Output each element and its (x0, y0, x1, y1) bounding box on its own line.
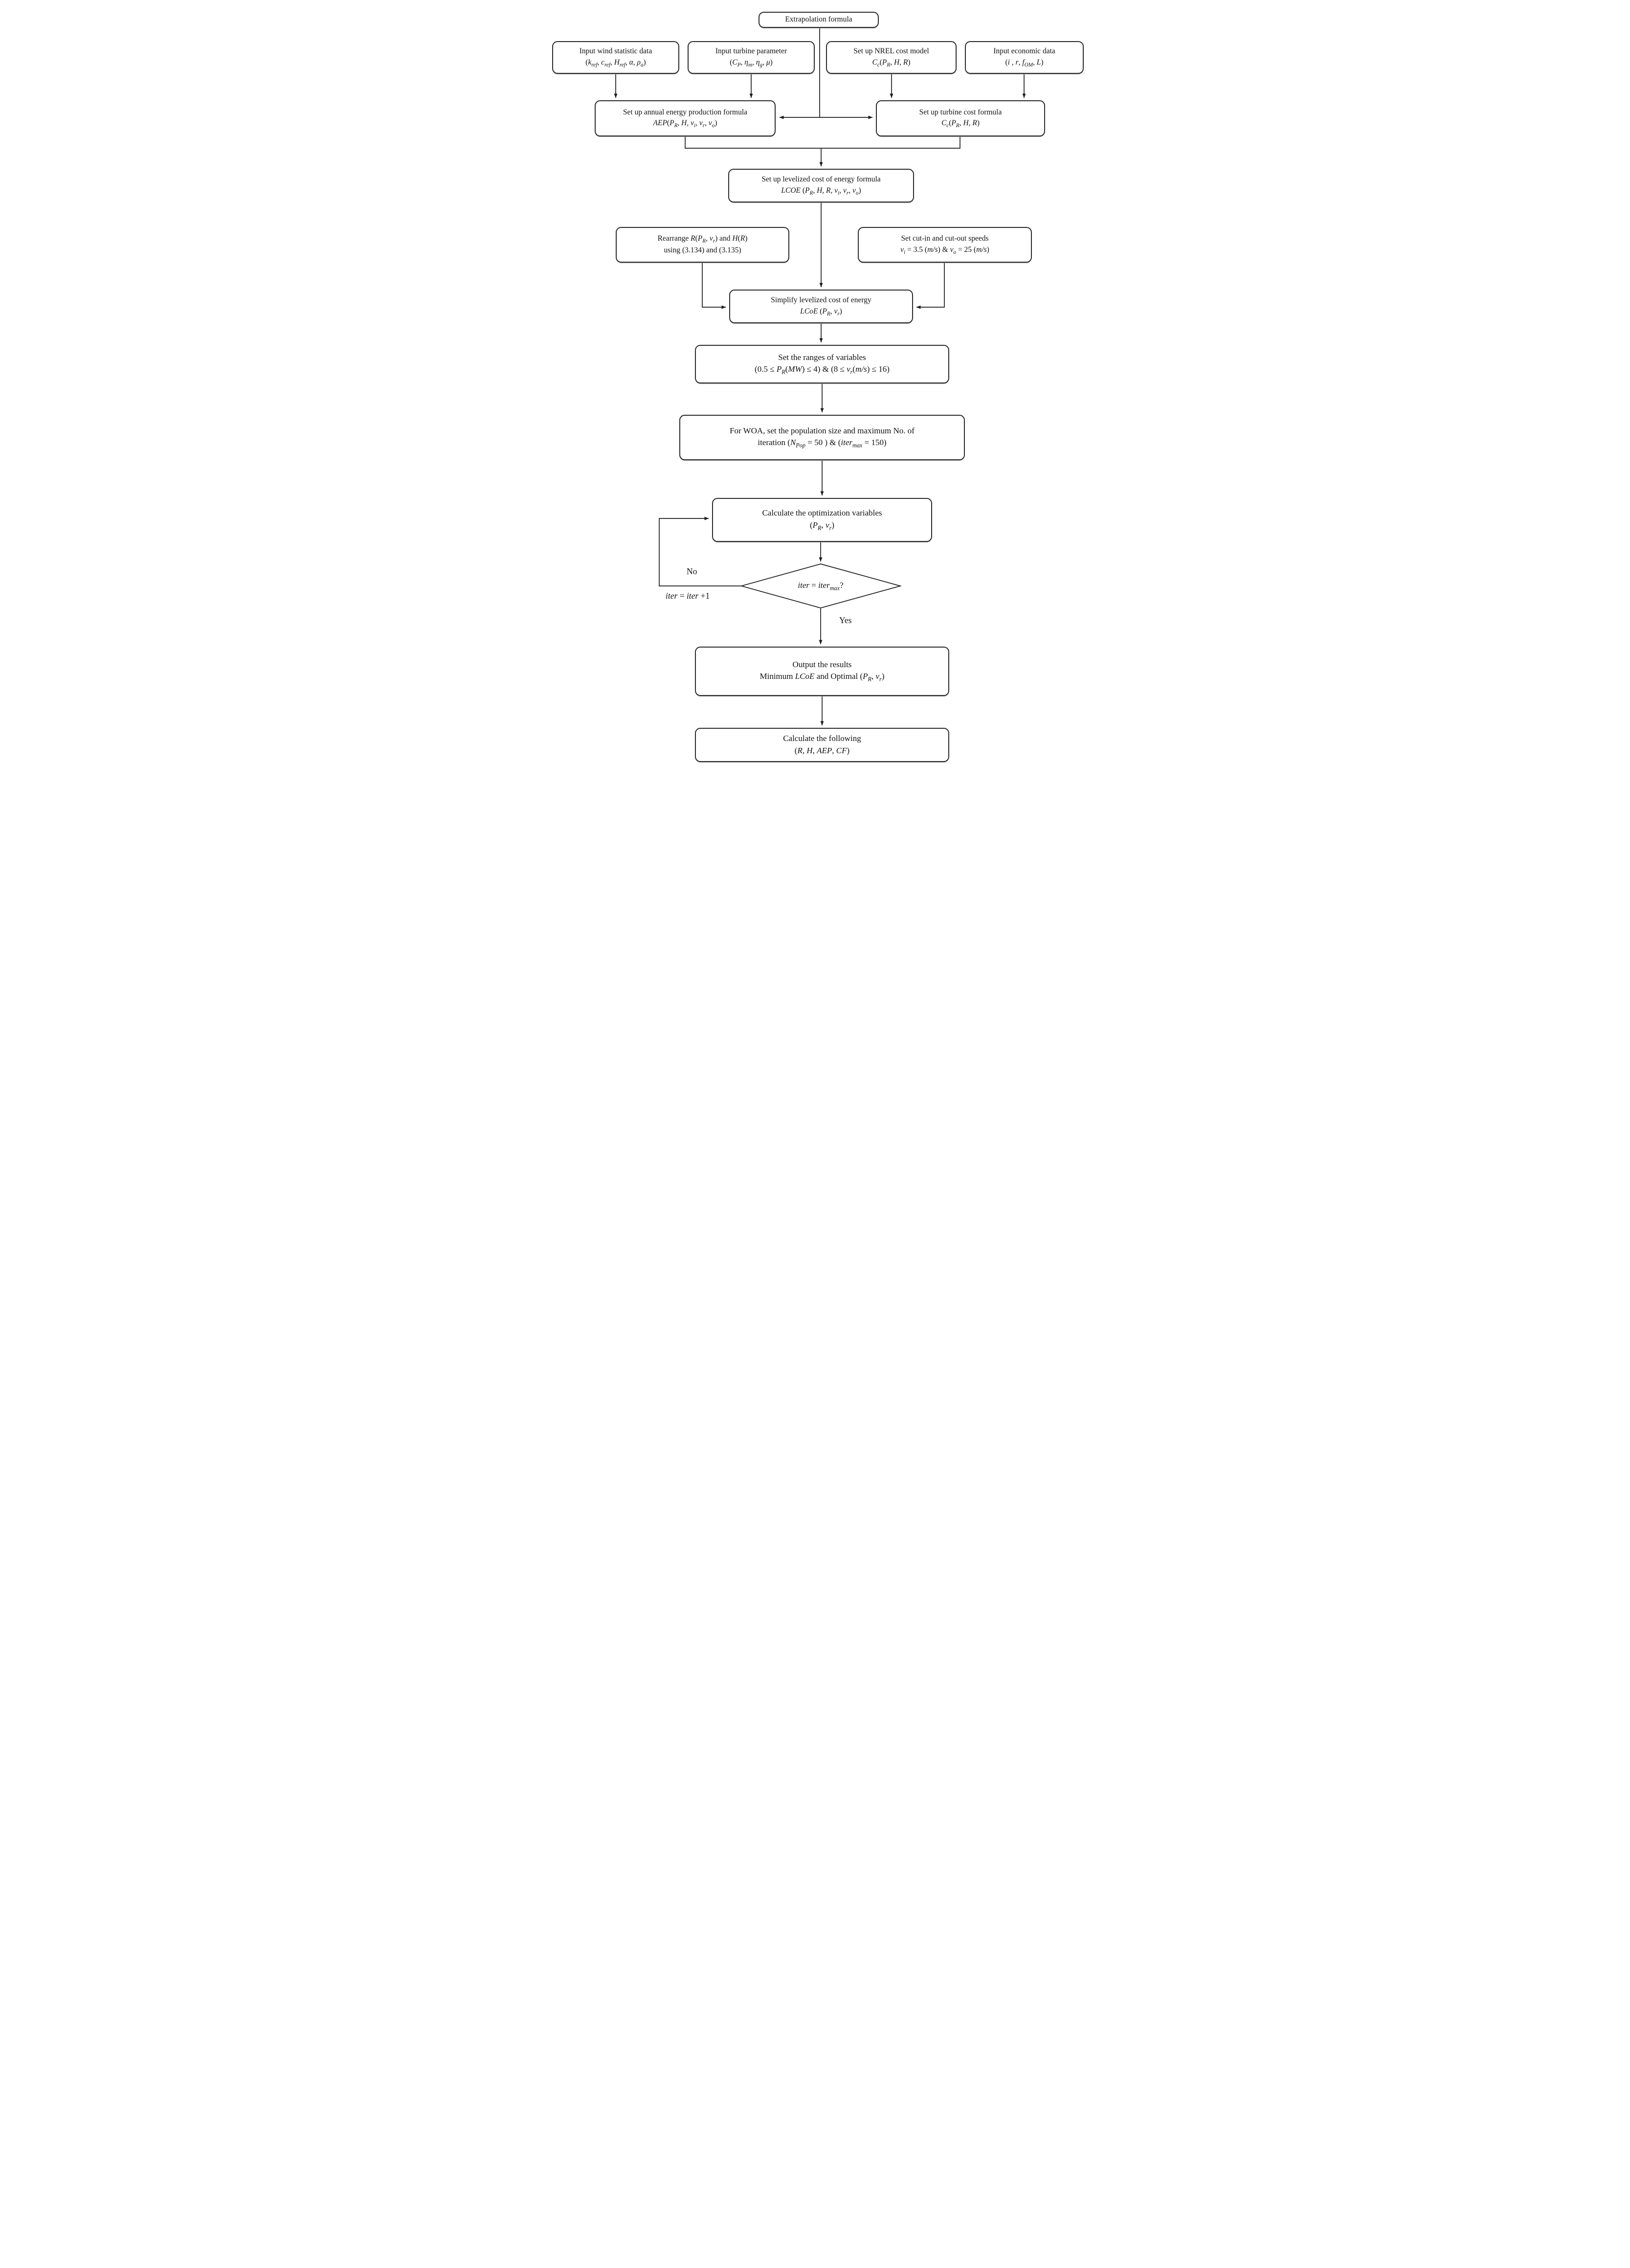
edge-cost-merge (821, 136, 960, 149)
node-title: Set up levelized cost of energy formula (761, 175, 881, 184)
flow-connectors (614, 28, 1026, 726)
node-turbine-cost-formula: Set up turbine cost formula Cc(PR, H, R) (876, 100, 1045, 136)
node-formula: LCOE (PR, H, R, vi, vr, vo) (781, 186, 861, 196)
node-title: Set up annual energy production formula (623, 108, 748, 116)
node-nrel-cost-model: Set up NREL cost model Cc(PR, H, R) (826, 41, 957, 74)
node-formula: iteration (NPop = 50 ) & (itermax = 150) (758, 438, 887, 449)
node-formula: (0.5 ≤ PR(MW) ≤ 4) & (8 ≤ vr(m/s) ≤ 16) (755, 364, 890, 376)
node-formula: (R, H, AEP, CF) (794, 746, 850, 755)
node-title: Set up NREL cost model (853, 47, 929, 56)
node-input-turbine-parameter: Input turbine parameter (CP, ηm, ηg, μ) (688, 41, 815, 74)
node-formula: (CP, ηm, ηg, μ) (730, 58, 773, 68)
node-cut-speeds: Set cut-in and cut-out speeds vi = 3.5 (… (858, 227, 1032, 263)
node-output-results: Output the results Minimum LCoE and Opti… (695, 647, 949, 696)
decision-diamond (739, 563, 902, 608)
node-title: Rearrange R(PR, vr) and H(R) (657, 234, 748, 245)
node-formula: LCoE (PR, vr) (800, 307, 842, 317)
edge-cut-to-simplify (916, 263, 945, 309)
node-formula: (PR, vr) (809, 520, 835, 532)
node-formula: Cc(PR, H, R) (872, 58, 911, 68)
node-extrapolation-formula: Extrapolation formula (759, 12, 879, 28)
node-formula: Cc(PR, H, R) (941, 119, 980, 129)
node-title: Extrapolation formula (785, 15, 852, 24)
node-woa-settings: For WOA, set the population size and max… (679, 415, 965, 460)
edge-label-yes: Yes (839, 615, 852, 625)
node-formula: vi = 3.5 (m/s) & vo = 25 (m/s) (900, 245, 989, 255)
node-title: Input economic data (993, 47, 1055, 56)
flowchart-canvas: Extrapolation formula Input wind statist… (543, 0, 1087, 765)
edge-label-iter-increment: iter = iter +1 (666, 591, 710, 601)
edge-aep-merge (685, 136, 821, 149)
node-title: Input wind statistic data (579, 47, 652, 56)
edge-decision-no-loop (659, 516, 741, 586)
node-title: For WOA, set the population size and max… (730, 426, 915, 435)
node-lcoe-formula: Set up levelized cost of energy formula … (728, 169, 914, 202)
node-title: Simplify levelized cost of energy (771, 296, 871, 305)
node-title: Output the results (792, 659, 852, 669)
edge-rearrange-to-simplify (702, 263, 726, 309)
node-formula: AEP(PR, H, vi, vr, vo) (653, 119, 717, 129)
node-formula: (kref, cref, Href, α, ρa) (585, 58, 646, 68)
node-variable-ranges: Set the ranges of variables (0.5 ≤ PR(MW… (695, 345, 949, 383)
node-formula: (i , r, fOM, L) (1005, 58, 1044, 68)
node-calculate-following: Calculate the following (R, H, AEP, CF) (695, 728, 949, 762)
node-title: Set cut-in and cut-out speeds (901, 234, 989, 243)
decision-label: iter = itermax? (798, 581, 844, 592)
node-formula: using (3.134) and (3.135) (664, 246, 741, 255)
node-title: Input turbine parameter (715, 47, 787, 56)
node-formula: Minimum LCoE and Optimal (PR, vr) (759, 672, 885, 683)
node-title: Calculate the optimization variables (762, 508, 882, 518)
node-input-economic-data: Input economic data (i , r, fOM, L) (965, 41, 1084, 74)
node-title: Calculate the following (783, 734, 861, 743)
node-title: Set the ranges of variables (778, 352, 866, 362)
edge-label-no: No (687, 566, 697, 576)
node-rearrange: Rearrange R(PR, vr) and H(R) using (3.13… (616, 227, 789, 263)
node-simplify-lcoe: Simplify levelized cost of energy LCoE (… (729, 290, 913, 323)
node-calculate-optimization-variables: Calculate the optimization variables (PR… (712, 498, 932, 542)
node-aep-formula: Set up annual energy production formula … (595, 100, 776, 136)
node-title: Set up turbine cost formula (919, 108, 1002, 116)
node-input-wind-data: Input wind statistic data (kref, cref, H… (552, 41, 679, 74)
